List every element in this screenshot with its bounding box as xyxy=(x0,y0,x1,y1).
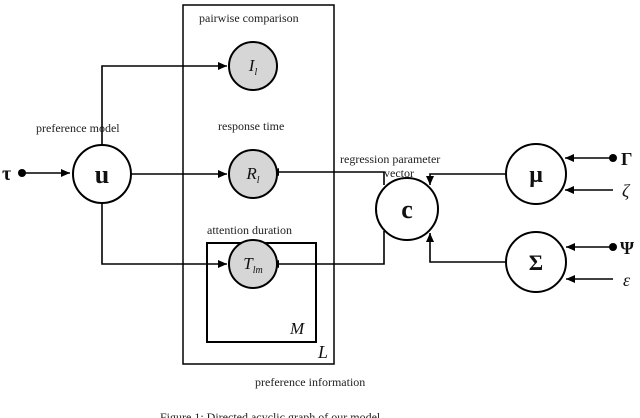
label-attention-duration: attention duration xyxy=(207,223,292,237)
svg-text:μ: μ xyxy=(529,162,543,188)
svg-text:u: u xyxy=(95,160,109,189)
node-I: Il xyxy=(228,41,278,91)
plate-inner-label: M xyxy=(289,319,305,338)
edge-u-I xyxy=(101,62,227,152)
label-response-time: response time xyxy=(218,119,284,133)
hyper-zeta: ζ xyxy=(622,181,631,201)
node-mu: μ xyxy=(505,143,567,205)
hyper-epsilon: ε xyxy=(623,270,631,290)
node-T: Tlm xyxy=(228,239,278,289)
node-u: u xyxy=(72,144,132,204)
hyper-tau: τ xyxy=(2,163,11,185)
hyper-gamma: Γ xyxy=(621,149,632,169)
svg-text:Il: Il xyxy=(248,56,258,78)
plate-outer xyxy=(182,4,335,365)
edge-sigma-c xyxy=(426,233,506,263)
figure-caption: Figure 1: Directed acyclic graph of our … xyxy=(160,410,383,418)
svg-text:Rl: Rl xyxy=(245,164,259,186)
label-pairwise-comparison: pairwise comparison xyxy=(199,11,299,25)
plate-outer-label: L xyxy=(317,342,328,362)
hyper-psi: Ψ xyxy=(620,238,634,258)
node-c: c xyxy=(375,177,439,241)
svg-text:c: c xyxy=(401,195,413,224)
edge-c-T xyxy=(270,231,385,268)
plate-outer-caption: preference information xyxy=(255,375,365,389)
edge-u-T xyxy=(101,196,227,268)
node-sigma: Σ xyxy=(505,231,567,293)
label-regression-vector: vector xyxy=(384,166,414,180)
edge-mu-c xyxy=(426,173,506,185)
svg-text:Σ: Σ xyxy=(529,250,543,275)
label-regression-parameter: regression parameter xyxy=(340,152,440,166)
svg-text:Tlm: Tlm xyxy=(243,254,262,276)
node-R: Rl xyxy=(228,149,278,199)
label-preference-model: preference model xyxy=(36,121,120,135)
edge-c-R xyxy=(270,168,385,185)
